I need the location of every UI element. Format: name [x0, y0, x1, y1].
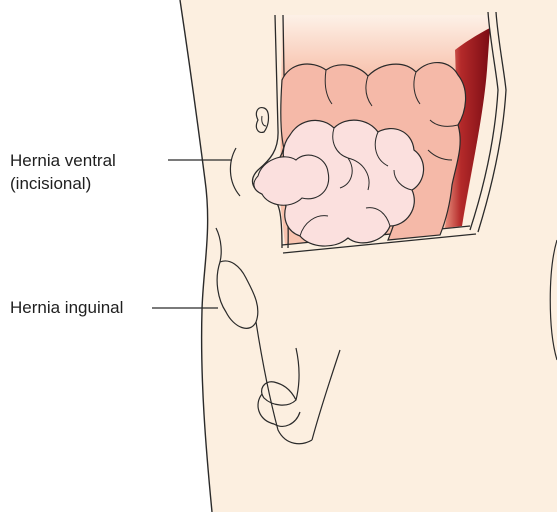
ventral-hernia-label-line2: (incisional) — [10, 172, 116, 195]
inguinal-hernia-label: Hernia inguinal — [10, 296, 123, 319]
ventral-hernia-label-line1: Hernia ventral — [10, 149, 116, 172]
ventral-hernia-label: Hernia ventral (incisional) — [10, 149, 116, 195]
